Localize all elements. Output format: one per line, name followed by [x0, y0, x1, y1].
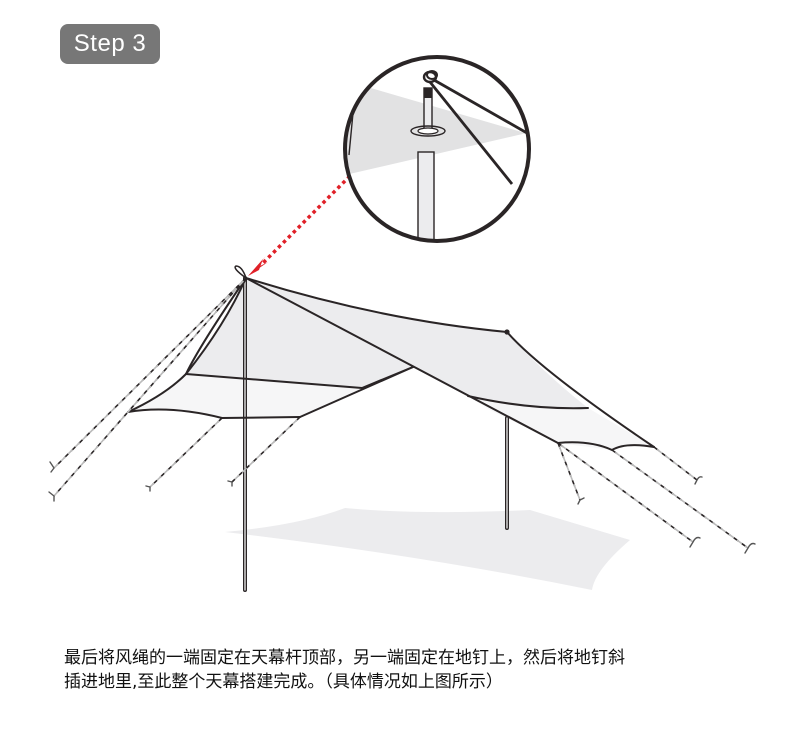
detail-inset [343, 55, 531, 243]
stake [577, 497, 585, 505]
canopy-lower [128, 367, 413, 419]
guy-rope [149, 417, 223, 488]
ground-shadow [225, 508, 630, 590]
stake [689, 536, 701, 548]
stake [49, 461, 55, 473]
canopy-upper [186, 278, 588, 409]
stake [744, 542, 756, 554]
instruction-caption: 最后将风绳的一端固定在天幕杆顶部，另一端固定在地钉上，然后将地钉斜 插进地里,至… [64, 646, 754, 694]
stake [694, 476, 703, 485]
guy-rope [611, 449, 749, 549]
guy-rope [557, 442, 581, 501]
step-badge: Step 3 [60, 24, 160, 64]
stake [227, 480, 233, 487]
guy-rope [557, 442, 694, 543]
stake [145, 485, 151, 492]
canopy-lower-right [468, 396, 654, 450]
caption-line-2: 插进地里,至此整个天幕搭建完成。（具体情况如上图所示） [64, 672, 503, 692]
tarp-setup-illustration [48, 55, 756, 592]
stake [48, 491, 55, 502]
caption-line-1: 最后将风绳的一端固定在天幕杆顶部，另一端固定在地钉上，然后将地钉斜 [64, 648, 625, 668]
pointer-arrow [248, 174, 352, 276]
